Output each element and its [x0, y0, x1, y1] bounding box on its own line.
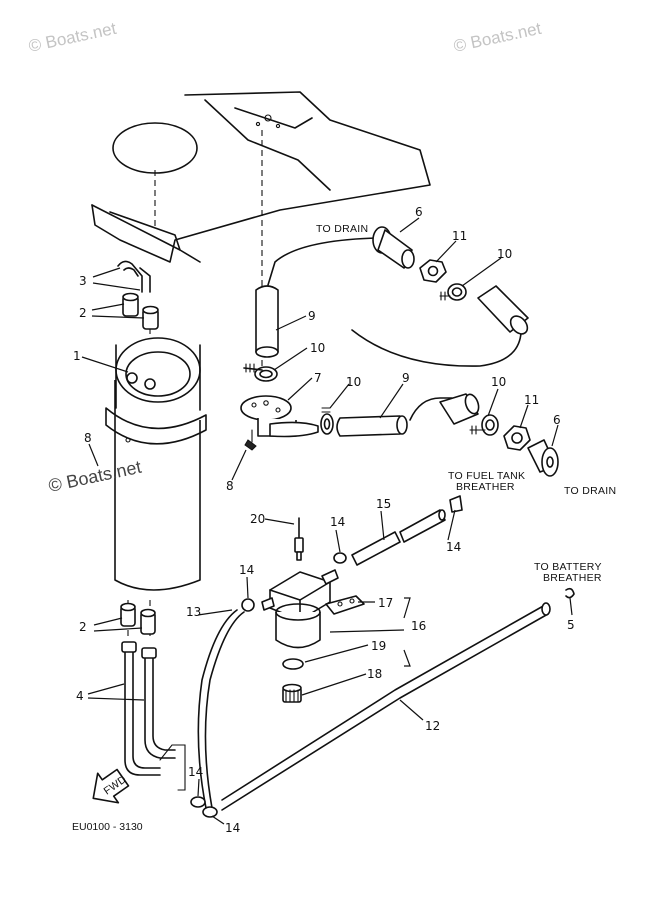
callout-8-left: 8	[84, 431, 92, 445]
part-10-clamp-middle	[320, 407, 334, 435]
hull-structure	[91, 91, 431, 263]
callout-6-right: 6	[553, 413, 561, 427]
callout-18: 18	[367, 667, 382, 681]
part-19-o-ring	[282, 658, 304, 670]
note-to-fuel-tank-line1: TO FUEL TANK	[448, 470, 525, 482]
callout-14-bottom-lower: 14	[225, 821, 240, 835]
callout-11-top: 11	[452, 229, 467, 243]
leader-lines	[81, 217, 573, 825]
note-to-drain-right: TO DRAIN	[564, 485, 616, 497]
part-5-clip	[565, 587, 575, 599]
hose-12	[221, 604, 546, 801]
callout-2-lower: 2	[79, 620, 87, 634]
part-10-top-hose	[477, 285, 529, 335]
note-to-drain-top: TO DRAIN	[316, 223, 368, 235]
callout-10-middle: 10	[346, 375, 361, 389]
connecting-hose	[409, 397, 453, 421]
callout-7: 7	[314, 371, 322, 385]
part-6-drain-fitting-right	[527, 439, 559, 477]
part-9-middle-hose	[336, 415, 408, 437]
drain-hose-loop	[351, 317, 522, 367]
forward-arrow: FWD	[92, 768, 130, 804]
callout-19: 19	[371, 639, 386, 653]
hose-12-edge	[221, 613, 549, 811]
callout-6-top: 6	[415, 205, 423, 219]
part-20-needle	[294, 517, 304, 561]
part-10-clamp-upper	[243, 363, 278, 382]
callout-numbers: 6 11 10 9 10 7 10 9 10 11 6 3 2 1 8 8 20…	[73, 205, 575, 835]
part-4-pipes	[121, 641, 186, 791]
part-7-fitting	[240, 395, 319, 438]
hose-12-end	[541, 602, 551, 616]
part-11-nut-right	[503, 425, 531, 451]
part-14-clip-bottom	[190, 796, 218, 818]
part-17-bracket	[325, 595, 365, 615]
part-8-screw-middle	[244, 429, 257, 451]
callout-9-upper: 9	[308, 309, 316, 323]
callout-1: 1	[73, 349, 81, 363]
callout-12: 12	[425, 719, 440, 733]
callout-17: 17	[378, 596, 393, 610]
part-2-grommets-lower	[120, 602, 156, 635]
drain-hose-upper	[267, 237, 379, 286]
part-2-grommets-upper	[122, 292, 159, 330]
watermark-top-left: © Boats.net	[27, 19, 118, 56]
callout-9-middle: 9	[402, 371, 410, 385]
callout-8-middle: 8	[226, 479, 234, 493]
part-14-clip-upper-right	[449, 495, 463, 513]
part-6-drain-fitting-top	[372, 226, 415, 269]
hose-13	[204, 611, 245, 809]
callout-10-top: 10	[497, 247, 512, 261]
part-9-short-hose	[439, 393, 480, 425]
note-to-fuel-tank-line2: BREATHER	[456, 481, 515, 493]
callout-16: 16	[411, 619, 426, 633]
callout-14-right: 14	[446, 540, 461, 554]
note-to-battery-line1: TO BATTERY	[534, 561, 602, 573]
callout-4: 4	[76, 689, 84, 703]
callout-20: 20	[250, 512, 265, 526]
part-3-vent-elbows	[117, 260, 151, 293]
part-14-clip-left	[241, 598, 255, 612]
note-to-battery-line2: BREATHER	[543, 572, 602, 584]
callout-14-bottom-upper: 14	[188, 765, 203, 779]
callout-14-upper: 14	[330, 515, 345, 529]
part-9-upper-hose	[255, 285, 279, 358]
part-18-cap	[282, 683, 302, 703]
watermark-top-right: © Boats.net	[452, 19, 543, 56]
callout-14-left: 14	[239, 563, 254, 577]
part-11-nut-top	[419, 259, 447, 283]
part-1-separator-bottle	[105, 337, 207, 591]
part-14-clip-middle	[333, 552, 347, 564]
part-16-filter-assembly	[261, 569, 339, 649]
callout-13: 13	[186, 605, 201, 619]
callout-3: 3	[79, 274, 87, 288]
hose-13-edge	[197, 609, 238, 809]
part-15-breather-hose	[351, 509, 446, 566]
callout-11-right: 11	[524, 393, 539, 407]
callout-10-upper: 10	[310, 341, 325, 355]
part-10-clamp-top	[439, 283, 467, 301]
routing-notes: TO DRAIN TO FUEL TANK BREATHER TO DRAIN …	[72, 223, 616, 833]
part-10-clamp-right	[469, 414, 499, 436]
callout-15: 15	[376, 497, 391, 511]
diagram-code: EU0100 - 3130	[72, 821, 143, 833]
callout-2-upper: 2	[79, 306, 87, 320]
callout-10-right: 10	[491, 375, 506, 389]
callout-5: 5	[567, 618, 575, 632]
